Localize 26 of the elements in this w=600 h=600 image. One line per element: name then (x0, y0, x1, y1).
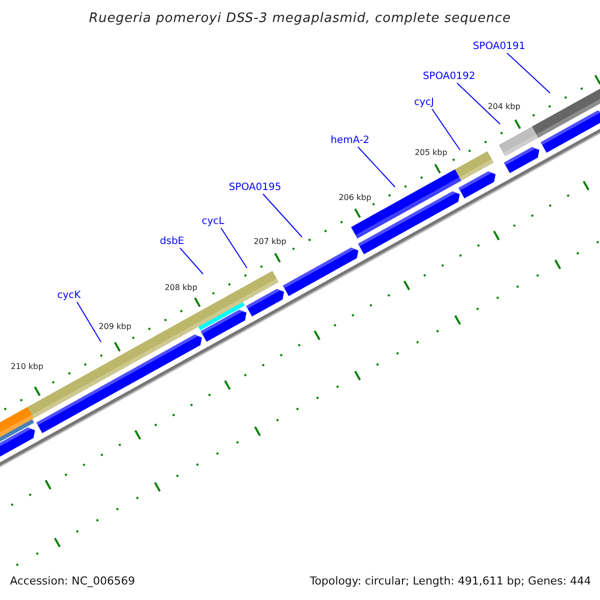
position-label: 204 kbp (488, 103, 520, 111)
position-label: 206 kbp (338, 194, 372, 202)
leader-line (180, 248, 204, 274)
gene-label: cycJ (414, 98, 434, 108)
gene-label: dsbE (160, 237, 184, 247)
position-label: 208 kbp (164, 284, 198, 292)
position-label: 205 kbp (414, 149, 448, 157)
position-label: 207 kbp (254, 238, 286, 246)
gene-label: SPOA0191 (472, 42, 526, 52)
position-label: 209 kbp (98, 323, 132, 331)
footer-note: Accession: NC_006569 (10, 576, 136, 586)
position-label: 210 kbp (10, 363, 44, 371)
gene-label: cycK (57, 291, 81, 301)
gene-label: SPOA0195 (228, 183, 282, 193)
leader-line (358, 146, 396, 188)
leader-line (456, 82, 500, 124)
leader-line (506, 52, 550, 94)
map-title: Ruegeria pomeroyi DSS-3 megaplasmid, complete sequence (88, 10, 512, 28)
leader-line (220, 228, 248, 268)
leader-line (432, 108, 460, 150)
gene-label: hemA-2 (330, 136, 370, 146)
gene-label: cycL (202, 217, 224, 227)
gene-label: SPOA0192 (422, 72, 476, 82)
leader-line (76, 302, 102, 342)
footer-note: Topology: circular; Length: 491,611 bp; Genes: 444 (310, 576, 591, 586)
leader-line (262, 194, 302, 238)
